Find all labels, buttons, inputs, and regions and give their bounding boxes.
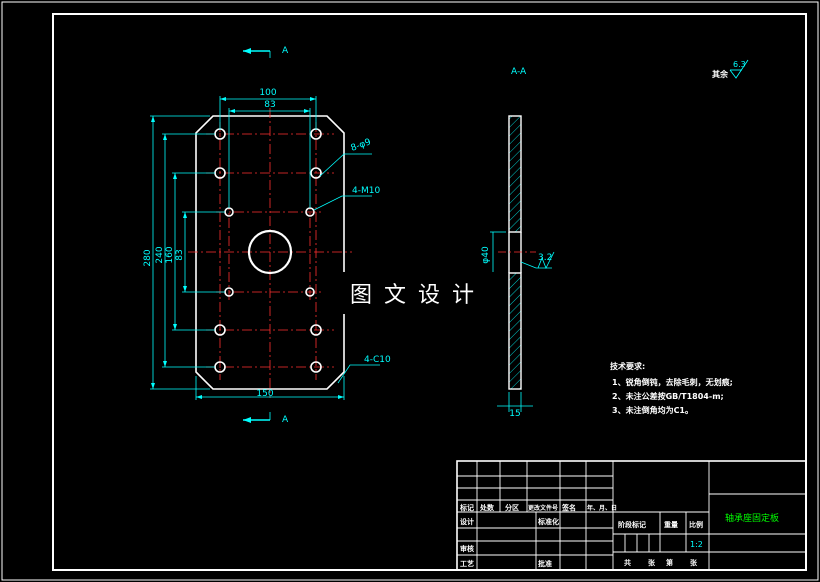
roughness-note-value: 6.3 — [733, 60, 746, 69]
tech-requirement-item: 1、锐角倒钝，去除毛刺，无划痕; — [612, 377, 733, 387]
section-texts: φ40 15 3.2 A-A — [481, 67, 552, 419]
roughness-symbol — [729, 59, 749, 79]
front-view: 100 83 280 240 160 83 150 8-φ9 4-M10 4-C… — [143, 46, 391, 425]
tb-row-approve: 批准 — [538, 559, 552, 568]
tb-row-standard: 标准化 — [537, 517, 559, 526]
dimension-arrowheads — [151, 48, 344, 423]
tb-scale-value: 1:2 — [690, 540, 703, 549]
tb-sheet-no: 第 — [666, 558, 673, 567]
plate-outline — [195, 115, 345, 390]
tb-stage-mark: 阶段标记 — [618, 520, 646, 529]
tb-scale: 比例 — [689, 520, 703, 529]
drawing-frame — [52, 13, 807, 571]
section-markers: A A — [282, 46, 289, 425]
holes-phi9-label: 8-φ9 — [350, 137, 373, 154]
threaded-holes-label: 4-M10 — [352, 186, 380, 196]
dim-width-83: 83 — [264, 100, 275, 110]
dim-bore: φ40 — [481, 246, 491, 264]
dim-width-100: 100 — [259, 88, 276, 98]
front-dimension-lines — [150, 50, 380, 421]
tb-sheet-unit-1: 张 — [648, 558, 656, 567]
dim-height-240: 240 — [155, 246, 165, 263]
tb-header-date: 年、月、日 — [587, 504, 617, 512]
tb-header-count: 处数 — [479, 503, 495, 512]
tb-header-sign: 签名 — [561, 503, 576, 512]
tb-sheet-total: 共 — [624, 558, 631, 567]
front-dimension-texts: 100 83 280 240 160 83 150 8-φ9 4-M10 4-C… — [143, 88, 391, 399]
tb-header-zone: 分区 — [505, 503, 519, 512]
dim-height-280: 280 — [143, 249, 153, 266]
center-bore — [247, 229, 293, 275]
tb-row-design: 设计 — [460, 517, 474, 526]
bore-edges — [508, 232, 522, 273]
tb-weight: 重量 — [664, 520, 678, 529]
dim-thickness: 15 — [509, 409, 520, 419]
roughness-note: 其余 6.3 — [712, 59, 749, 79]
tech-requirement-item: 2、未注公差按GB/T1804-m; — [612, 391, 724, 401]
roughness-inner: 3.2 — [538, 253, 552, 263]
tb-sheet-unit-2: 张 — [690, 558, 698, 567]
section-view: φ40 15 3.2 A-A — [481, 67, 555, 419]
dim-height-160: 160 — [165, 246, 175, 263]
tb-header-doc: 更改文件号 — [528, 504, 558, 512]
dim-width-150: 150 — [256, 389, 273, 399]
drawing-name: 轴承座固定板 — [725, 512, 779, 524]
section-view-label: A-A — [511, 67, 527, 77]
dim-height-83: 83 — [175, 249, 185, 260]
front-centerlines — [188, 108, 352, 398]
section-marker-top: A — [282, 46, 289, 56]
section-marker-bottom: A — [282, 415, 289, 425]
section-lower-half — [508, 272, 522, 390]
watermark-text: 图文设计 — [330, 272, 506, 314]
section-upper-half — [508, 115, 522, 233]
tb-row-review: 审核 — [460, 544, 474, 553]
title-block: 标记 处数 分区 更改文件号 签名 年、月、日 设计 标准化 审核 工艺 批准 … — [456, 460, 807, 571]
tech-requirement-item: 3、未注倒角均为C1。 — [612, 405, 693, 415]
tech-requirements-title: 技术要求: — [610, 361, 645, 371]
holes-phi9 — [214, 128, 322, 373]
tech-requirements: 技术要求: 1、锐角倒钝，去除毛刺，无划痕; 2、未注公差按GB/T1804-m… — [610, 361, 733, 415]
roughness-note-prefix: 其余 — [712, 69, 729, 79]
tb-row-process: 工艺 — [460, 559, 474, 568]
chamfer-label: 4-C10 — [364, 355, 391, 365]
tb-header-mark: 标记 — [459, 503, 474, 512]
